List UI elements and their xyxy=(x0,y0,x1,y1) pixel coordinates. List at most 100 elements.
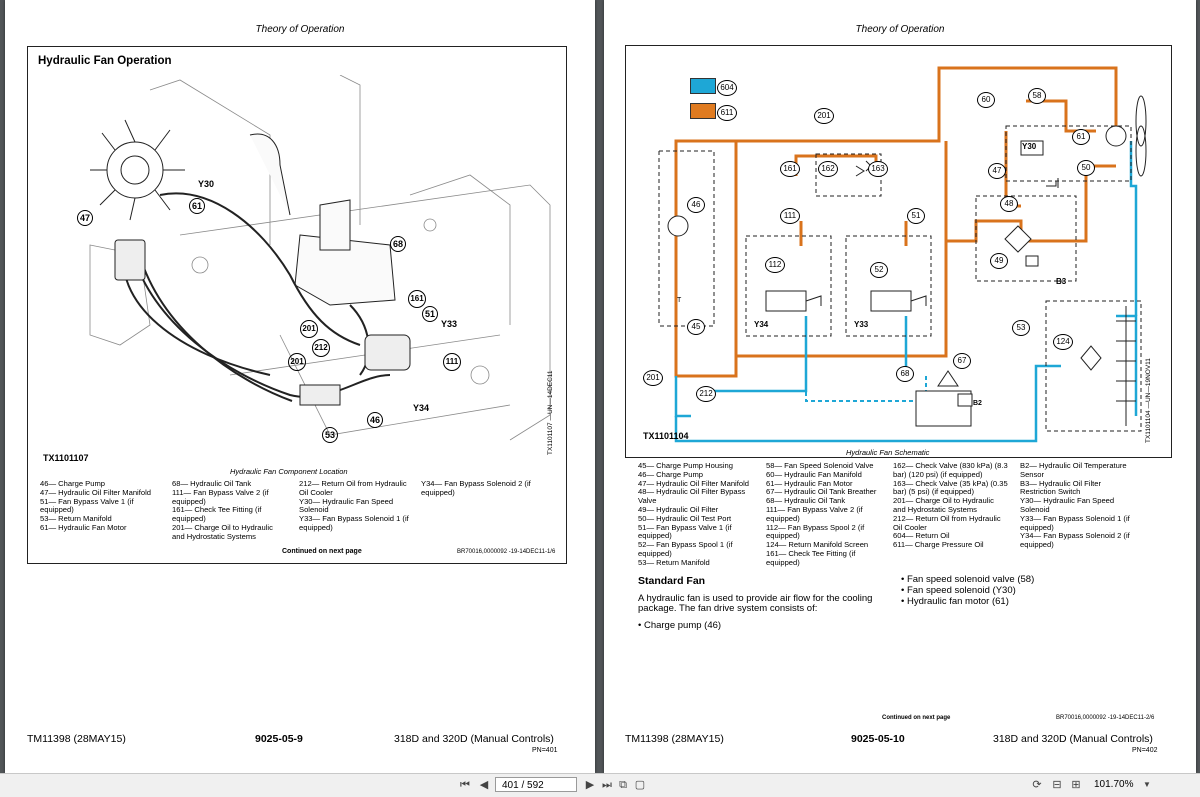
legend-col-3: 162— Check Valve (830 kPa) (8.3 bar) (12… xyxy=(893,461,1008,550)
sch-49: 49 xyxy=(990,253,1008,269)
bullet-fan-speed-solenoid: • Fan speed solenoid (Y30) xyxy=(901,585,1016,596)
continued-note: Continued on next page xyxy=(282,548,362,555)
section-title: Hydraulic Fan Operation xyxy=(38,55,172,67)
zoom-out-icon[interactable]: ⊟ xyxy=(1052,779,1062,791)
zoom-level[interactable]: 101.70% xyxy=(1094,779,1134,790)
sch-50: 50 xyxy=(1077,160,1095,176)
footer-doc: TM11398 (28MAY15) xyxy=(625,733,724,745)
standard-fan-title: Standard Fan xyxy=(638,575,706,587)
sch-111: 111 xyxy=(780,208,800,224)
color-key-611-swatch xyxy=(690,103,716,119)
callout-111: 111 xyxy=(443,353,461,371)
rotate-icon[interactable]: ⟳ xyxy=(1032,779,1042,791)
side-code: TX1101104 —UN—19NOV11 xyxy=(1145,358,1152,443)
sch-163: 163 xyxy=(868,161,888,177)
figure-caption: Hydraulic Fan Schematic xyxy=(846,448,930,457)
prev-page-icon[interactable]: ◀ xyxy=(479,779,489,791)
color-key-611-label: 611 xyxy=(717,105,737,121)
sch-161: 161 xyxy=(780,161,800,177)
sch-46: 46 xyxy=(687,197,705,213)
viewer-toolbar: ⏮ ◀ 401 / 592 ▶ ⏭ ⧉ ▢ ⟳ ⊟ ⊞ 101.70% ▼ xyxy=(0,773,1200,797)
fan-drawing xyxy=(90,119,185,221)
sch-b3: B3 xyxy=(1056,277,1067,286)
left-page: Theory of Operation Hydraulic Fan Operat… xyxy=(5,0,595,773)
zoom-dropdown-icon[interactable]: ▼ xyxy=(1143,780,1151,789)
callout-161: 161 xyxy=(408,290,426,308)
callout-212: 212 xyxy=(312,339,330,357)
bullet-charge-pump: • Charge pump (46) xyxy=(638,620,722,631)
hydraulic-schematic xyxy=(658,66,1147,443)
callout-47: 47 xyxy=(77,210,93,226)
standard-fan-text-2: package. The fan drive system consists o… xyxy=(638,603,818,614)
zoom-in-icon[interactable]: ⊞ xyxy=(1071,779,1081,791)
sch-67: 67 xyxy=(953,353,971,369)
callout-68: 68 xyxy=(390,236,406,252)
page-header: Theory of Operation xyxy=(255,24,345,35)
footer-doc: TM11398 (28MAY15) xyxy=(27,733,126,745)
figure-id: TX1101104 xyxy=(643,431,689,441)
schematic-frame xyxy=(625,45,1172,458)
page-number-input[interactable]: 401 / 592 xyxy=(495,777,577,792)
component-illustration xyxy=(89,75,551,441)
sch-47: 47 xyxy=(988,163,1006,179)
standard-fan-text-1: A hydraulic fan is used to provide air f… xyxy=(638,593,873,604)
footer-page-code: 9025-05-9 xyxy=(255,733,303,745)
sch-60: 60 xyxy=(977,92,995,108)
page-header: Theory of Operation xyxy=(855,24,945,35)
sch-53: 53 xyxy=(1012,320,1030,336)
callout-201a: 201 xyxy=(300,320,318,338)
callout-201b: 201 xyxy=(288,353,306,371)
sch-201a: 201 xyxy=(814,108,834,124)
footer-model: 318D and 320D (Manual Controls) xyxy=(394,733,554,745)
sch-112: 112 xyxy=(765,257,785,273)
footer-model: 318D and 320D (Manual Controls) xyxy=(993,733,1153,745)
bullet-fan-motor: • Hydraulic fan motor (61) xyxy=(901,596,1009,607)
sch-t: T xyxy=(677,297,682,304)
sch-162: 162 xyxy=(818,161,838,177)
sch-124: 124 xyxy=(1053,334,1073,350)
color-key-604-swatch xyxy=(690,78,716,94)
sch-48: 48 xyxy=(1000,196,1018,212)
legend-col-3: 212— Return Oil from Hydraulic Oil Coole… xyxy=(299,479,409,532)
callout-y33: Y33 xyxy=(441,319,458,329)
sch-45: 45 xyxy=(687,319,705,335)
sch-52: 52 xyxy=(870,262,888,278)
legend-col-4: Y34— Fan Bypass Solenoid 2 (if equipped) xyxy=(421,479,531,497)
sch-y30: Y30 xyxy=(1022,142,1037,151)
color-key-604-label: 604 xyxy=(717,80,737,96)
sch-58: 58 xyxy=(1028,88,1046,104)
footer-page-code: 9025-05-10 xyxy=(851,733,905,745)
sch-61: 61 xyxy=(1072,129,1090,145)
callout-y34: Y34 xyxy=(413,403,430,413)
first-page-icon[interactable]: ⏮ xyxy=(460,779,470,791)
sch-51: 51 xyxy=(907,208,925,224)
bullet-fan-speed-valve: • Fan speed solenoid valve (58) xyxy=(901,574,1035,585)
continued-note: Continued on next page xyxy=(882,715,951,721)
sch-201b: 201 xyxy=(643,370,663,386)
callout-61: 61 xyxy=(189,198,205,214)
callout-y30: Y30 xyxy=(198,179,215,189)
sch-68: 68 xyxy=(896,366,914,382)
side-code: TX1101107 —UN—14DEC11 xyxy=(547,370,554,455)
figure-frame xyxy=(27,46,567,564)
right-page: Theory of Operation 604 611 xyxy=(604,0,1196,773)
reference-code: BR70016,0000092 -19-14DEC11-2/6 xyxy=(1056,715,1155,721)
two-page-icon[interactable]: ⧉ xyxy=(619,779,627,791)
callout-46: 46 xyxy=(367,412,383,428)
last-page-icon[interactable]: ⏭ xyxy=(602,779,612,791)
fit-icon[interactable]: ▢ xyxy=(634,779,646,791)
callout-53: 53 xyxy=(322,427,338,443)
sch-y34: Y34 xyxy=(754,320,769,329)
callout-51: 51 xyxy=(422,306,438,322)
reference-code: BR70016,0000092 -19-14DEC11-1/6 xyxy=(457,549,556,555)
sch-y33: Y33 xyxy=(854,320,869,329)
footer-pn: PN=402 xyxy=(1132,747,1158,754)
footer-pn: PN=401 xyxy=(532,747,558,754)
sch-212: 212 xyxy=(696,386,716,402)
next-page-icon[interactable]: ▶ xyxy=(585,779,595,791)
figure-caption: Hydraulic Fan Component Location xyxy=(230,467,348,476)
